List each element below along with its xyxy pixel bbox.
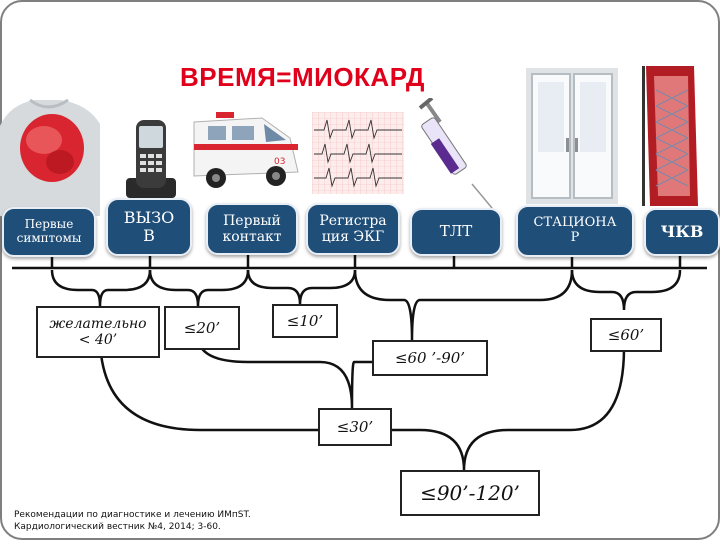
heart-torso-image [0, 98, 100, 216]
stage-tlt: ТЛТ [410, 208, 502, 256]
interval-text: ≤60’ [607, 326, 645, 344]
stage-call: ВЫЗО В [106, 198, 192, 256]
stage-label: Первые симптомы [16, 217, 82, 245]
interval-text: ≤10’ [286, 312, 324, 330]
interval-desirable: желательно < 40’ [36, 306, 160, 358]
phone-image [126, 120, 176, 198]
interval-text: ≤20’ [183, 319, 221, 337]
ambulance-image: 03 [193, 112, 299, 188]
interval-combined: ≤30’ [318, 408, 392, 446]
interval-text: ≤30’ [336, 418, 374, 436]
interval-tlt: ≤60 ’-90’ [372, 340, 488, 376]
stent-image [642, 66, 698, 206]
stage-label: ТЛТ [439, 222, 473, 241]
stage-label: Первый контакт [222, 212, 282, 245]
slide-title: ВРЕМЯ=МИОКАРД [180, 62, 425, 92]
interval-text: желательно < 40’ [49, 316, 147, 348]
ecg-image [312, 112, 404, 194]
syringe-image [418, 98, 493, 209]
stage-first-symptoms: Первые симптомы [2, 207, 96, 257]
interval-ecg: ≤10’ [272, 304, 338, 338]
stage-ecg: Регистра ция ЭКГ [306, 203, 400, 255]
hospital-door-image [526, 68, 618, 204]
stage-first-contact: Первый контакт [206, 203, 298, 255]
stage-label: ВЫЗО В [123, 207, 175, 245]
svg-text:03: 03 [274, 157, 285, 167]
interval-total: ≤90’-120’ [400, 470, 540, 516]
stage-label: ЧКВ [660, 221, 704, 241]
stage-label: Регистра ция ЭКГ [319, 212, 387, 245]
interval-hospital: ≤60’ [590, 318, 662, 352]
stage-label: СТАЦИОНА Р [533, 215, 617, 245]
stage-pci: ЧКВ [644, 208, 720, 256]
interval-text: ≤60 ’-90’ [394, 349, 466, 367]
interval-first-contact: ≤20’ [164, 306, 240, 350]
interval-text: ≤90’-120’ [420, 481, 520, 505]
stage-hospital: СТАЦИОНА Р [516, 205, 634, 257]
reference-citation: Рекомендации по диагностике и лечению ИМ… [14, 510, 251, 533]
